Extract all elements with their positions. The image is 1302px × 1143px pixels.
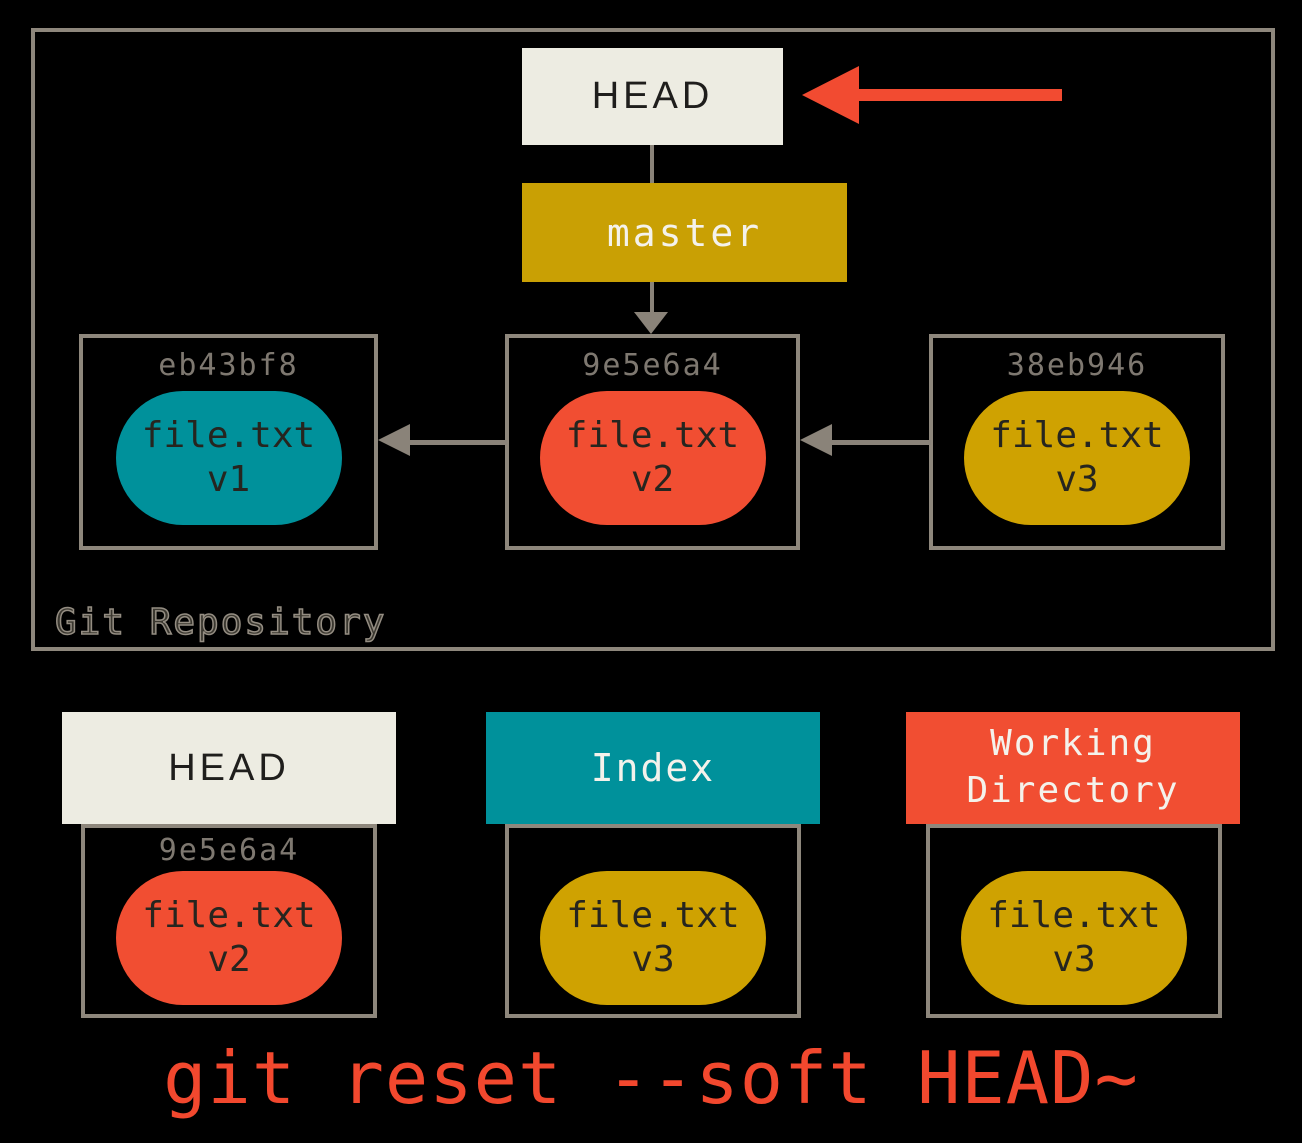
git-repository-label: Git Repository (54, 601, 387, 644)
git-command-caption: git reset --soft HEAD~ (163, 1036, 1139, 1120)
file-snapshot-pill: file.txt v2 (539, 391, 766, 525)
workspace-head-hash: 9e5e6a4 (158, 833, 300, 868)
workspace-index-title: Index (590, 746, 716, 790)
file-snapshot-pill: file.txt v2 (116, 871, 342, 1005)
file-snapshot-pill: file.txt v1 (115, 391, 342, 525)
file-name: file.txt (990, 415, 1164, 457)
file-snapshot-pill: file.txt v3 (961, 871, 1187, 1005)
master-to-commit-arrowhead-icon (634, 312, 668, 334)
file-version: v2 (207, 939, 251, 980)
file-name: file.txt (142, 895, 316, 937)
red-pointer-arrow-shaft (858, 89, 1062, 101)
commit-hash: eb43bf8 (158, 348, 299, 383)
workspace-head-title: HEAD (168, 746, 290, 789)
red-pointer-arrowhead-icon (802, 66, 859, 124)
workspace-working-directory-title: Working Directory (966, 723, 1180, 811)
commit-box-38eb946: 38eb946 file.txt v3 (929, 334, 1225, 550)
commit3-to-commit2-line (830, 440, 931, 445)
commit-box-eb43bf8: eb43bf8 file.txt v1 (79, 334, 378, 550)
file-version: v3 (1055, 459, 1099, 500)
head-to-master-line (650, 145, 654, 183)
file-name: file.txt (141, 415, 316, 457)
commit-box-9e5e6a4: 9e5e6a4 file.txt v2 (505, 334, 800, 550)
file-version: v1 (206, 459, 251, 500)
file-version: v2 (630, 459, 675, 500)
commit2-to-commit1-arrowhead-icon (378, 424, 410, 456)
workspace-working-directory-box: file.txt v3 (926, 824, 1222, 1018)
file-version: v3 (631, 939, 675, 980)
file-snapshot-pill: file.txt v3 (964, 391, 1190, 525)
file-version: v3 (1052, 939, 1096, 980)
file-name: file.txt (565, 415, 740, 457)
file-name: file.txt (566, 895, 740, 937)
commit-hash: 38eb946 (1006, 348, 1148, 383)
commit2-to-commit1-line (408, 440, 507, 445)
git-repository-box: Git Repository (31, 28, 1275, 651)
commit-hash: 9e5e6a4 (582, 348, 723, 383)
head-ref-box: HEAD (522, 48, 783, 145)
file-name: file.txt (987, 895, 1161, 937)
head-ref-label: HEAD (591, 75, 714, 117)
workspace-head-header: HEAD (62, 712, 396, 824)
commit3-to-commit2-arrowhead-icon (800, 424, 832, 456)
workspace-head-box: 9e5e6a4 file.txt v2 (81, 824, 377, 1018)
file-snapshot-pill: file.txt v3 (540, 871, 766, 1005)
workspace-working-directory-header: Working Directory (906, 712, 1240, 824)
master-branch-box: master (522, 183, 847, 282)
workspace-index-box: file.txt v3 (505, 824, 801, 1018)
master-branch-label: master (606, 210, 763, 255)
master-to-commit-line (650, 282, 654, 313)
workspace-index-header: Index (486, 712, 820, 824)
